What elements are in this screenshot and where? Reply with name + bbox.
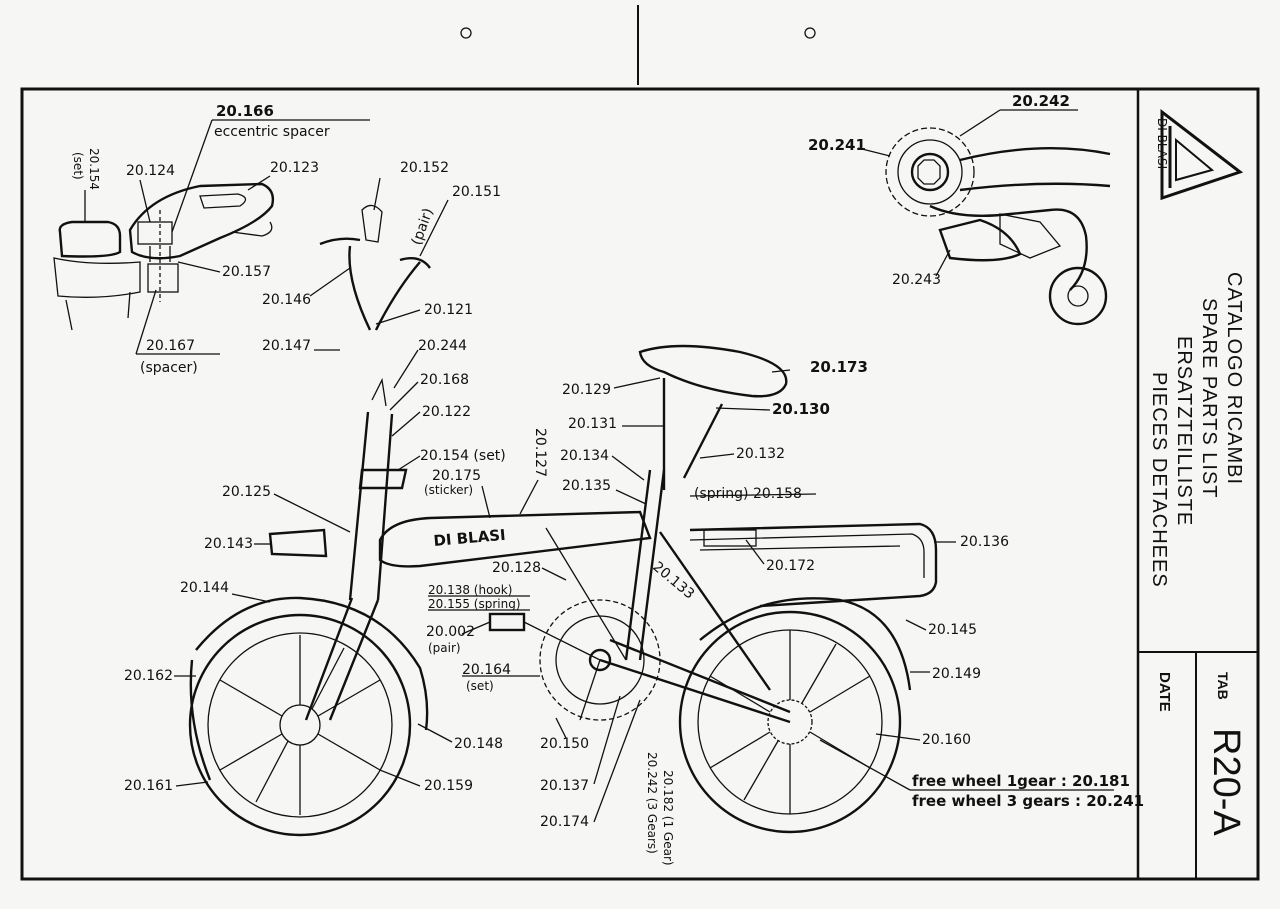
callout-155-spring: 20.155 (spring)	[428, 597, 521, 611]
callout-lines	[174, 177, 1114, 823]
gear-part-242: 20.242	[1012, 92, 1070, 110]
binder-hole-right	[804, 27, 816, 39]
stem-spacer-note: (spacer)	[140, 360, 198, 376]
freewheel-3gears: free wheel 3 gears : 20.241	[912, 792, 1144, 810]
callout-159: 20.159	[424, 778, 473, 794]
callout-168: 20.168	[420, 372, 469, 388]
tab-code: R20-A	[1205, 728, 1247, 836]
stem-spacer-code: 20.167	[146, 338, 195, 354]
callout-127: 20.127	[532, 428, 548, 477]
callout-137: 20.137	[540, 778, 589, 794]
callout-149: 20.149	[932, 666, 981, 682]
callout-130: 20.130	[772, 400, 830, 418]
stem-eccentric-code: 20.166	[216, 102, 274, 120]
stem-part-123: 20.123	[270, 160, 319, 176]
callout-173: 20.173	[810, 358, 868, 376]
callout-128: 20.128	[492, 560, 541, 576]
callout-182-1gear: 20.182 (1 Gear)	[661, 770, 675, 866]
brand-logo-text: DI BLASI	[1155, 118, 1169, 169]
callout-125: 20.125	[222, 484, 271, 500]
callout-spring-158: (spring) 20.158	[694, 486, 802, 502]
callout-129: 20.129	[562, 382, 611, 398]
callout-sticker: (sticker)	[424, 483, 473, 497]
callout-138-hook: 20.138 (hook)	[428, 583, 512, 597]
gear-part-243: 20.243	[892, 272, 941, 288]
callout-146: 20.146	[262, 292, 311, 308]
callout-133: 20.133	[649, 559, 697, 603]
callout-160: 20.160	[922, 732, 971, 748]
callout-144: 20.144	[180, 580, 229, 596]
callout-145: 20.145	[928, 622, 977, 638]
callout-002: 20.002	[426, 624, 475, 640]
stem-detail-illustration	[53, 182, 275, 331]
stem-part-124: 20.124	[126, 163, 175, 179]
brand-logo: DI BLASI	[1155, 108, 1244, 201]
callout-152: 20.152	[400, 160, 449, 176]
page-border	[20, 87, 1260, 881]
stem-eccentric-note: eccentric spacer	[214, 124, 330, 140]
tab-label: TAB	[1215, 672, 1231, 700]
freewheel-1gear: free wheel 1gear : 20.181	[912, 772, 1130, 790]
sidebar-title-it: CATALOGO RICAMBI	[1223, 272, 1245, 485]
stem-set-note: (set)	[71, 152, 85, 180]
callout-134: 20.134	[560, 448, 609, 464]
callout-164: 20.164	[462, 662, 511, 678]
stem-set-code: 20.154	[87, 148, 101, 190]
callout-175: 20.175	[432, 468, 481, 484]
stem-part-157: 20.157	[222, 264, 271, 280]
sidebar-title-en: SPARE PARTS LIST	[1198, 298, 1220, 499]
callout-147: 20.147	[262, 338, 311, 354]
callout-244: 20.244	[418, 338, 467, 354]
callout-143: 20.143	[204, 536, 253, 552]
gear-part-241: 20.241	[808, 136, 866, 154]
callout-pair: (pair)	[409, 206, 437, 247]
callout-135: 20.135	[562, 478, 611, 494]
sidebar-title-fr: PIECES DETACHEES	[1148, 372, 1170, 588]
frame-sticker: DI BLASI	[433, 526, 507, 550]
callout-161: 20.161	[124, 778, 173, 794]
gear-detail-illustration	[885, 127, 1111, 326]
callout-121: 20.121	[424, 302, 473, 318]
callout-151: 20.151	[452, 184, 501, 200]
callout-132: 20.132	[736, 446, 785, 462]
callout-150: 20.150	[540, 736, 589, 752]
callout-148: 20.148	[454, 736, 503, 752]
date-label: DATE	[1156, 672, 1173, 712]
callout-162: 20.162	[124, 668, 173, 684]
callout-122: 20.122	[422, 404, 471, 420]
callout-242-3gears: 20.242 (3 Gears)	[645, 752, 659, 854]
callout-164-set: (set)	[466, 679, 494, 693]
binder-hole-left	[460, 27, 472, 39]
callout-172: 20.172	[766, 558, 815, 574]
sidebar-title-de: ERSATZTEILLISTE	[1173, 336, 1195, 526]
callout-136: 20.136	[960, 534, 1009, 550]
callout-154-set: 20.154 (set)	[420, 448, 506, 464]
bike-illustration	[188, 204, 938, 837]
callout-002-pair: (pair)	[428, 641, 461, 655]
callout-174: 20.174	[540, 814, 589, 830]
callout-131: 20.131	[568, 416, 617, 432]
